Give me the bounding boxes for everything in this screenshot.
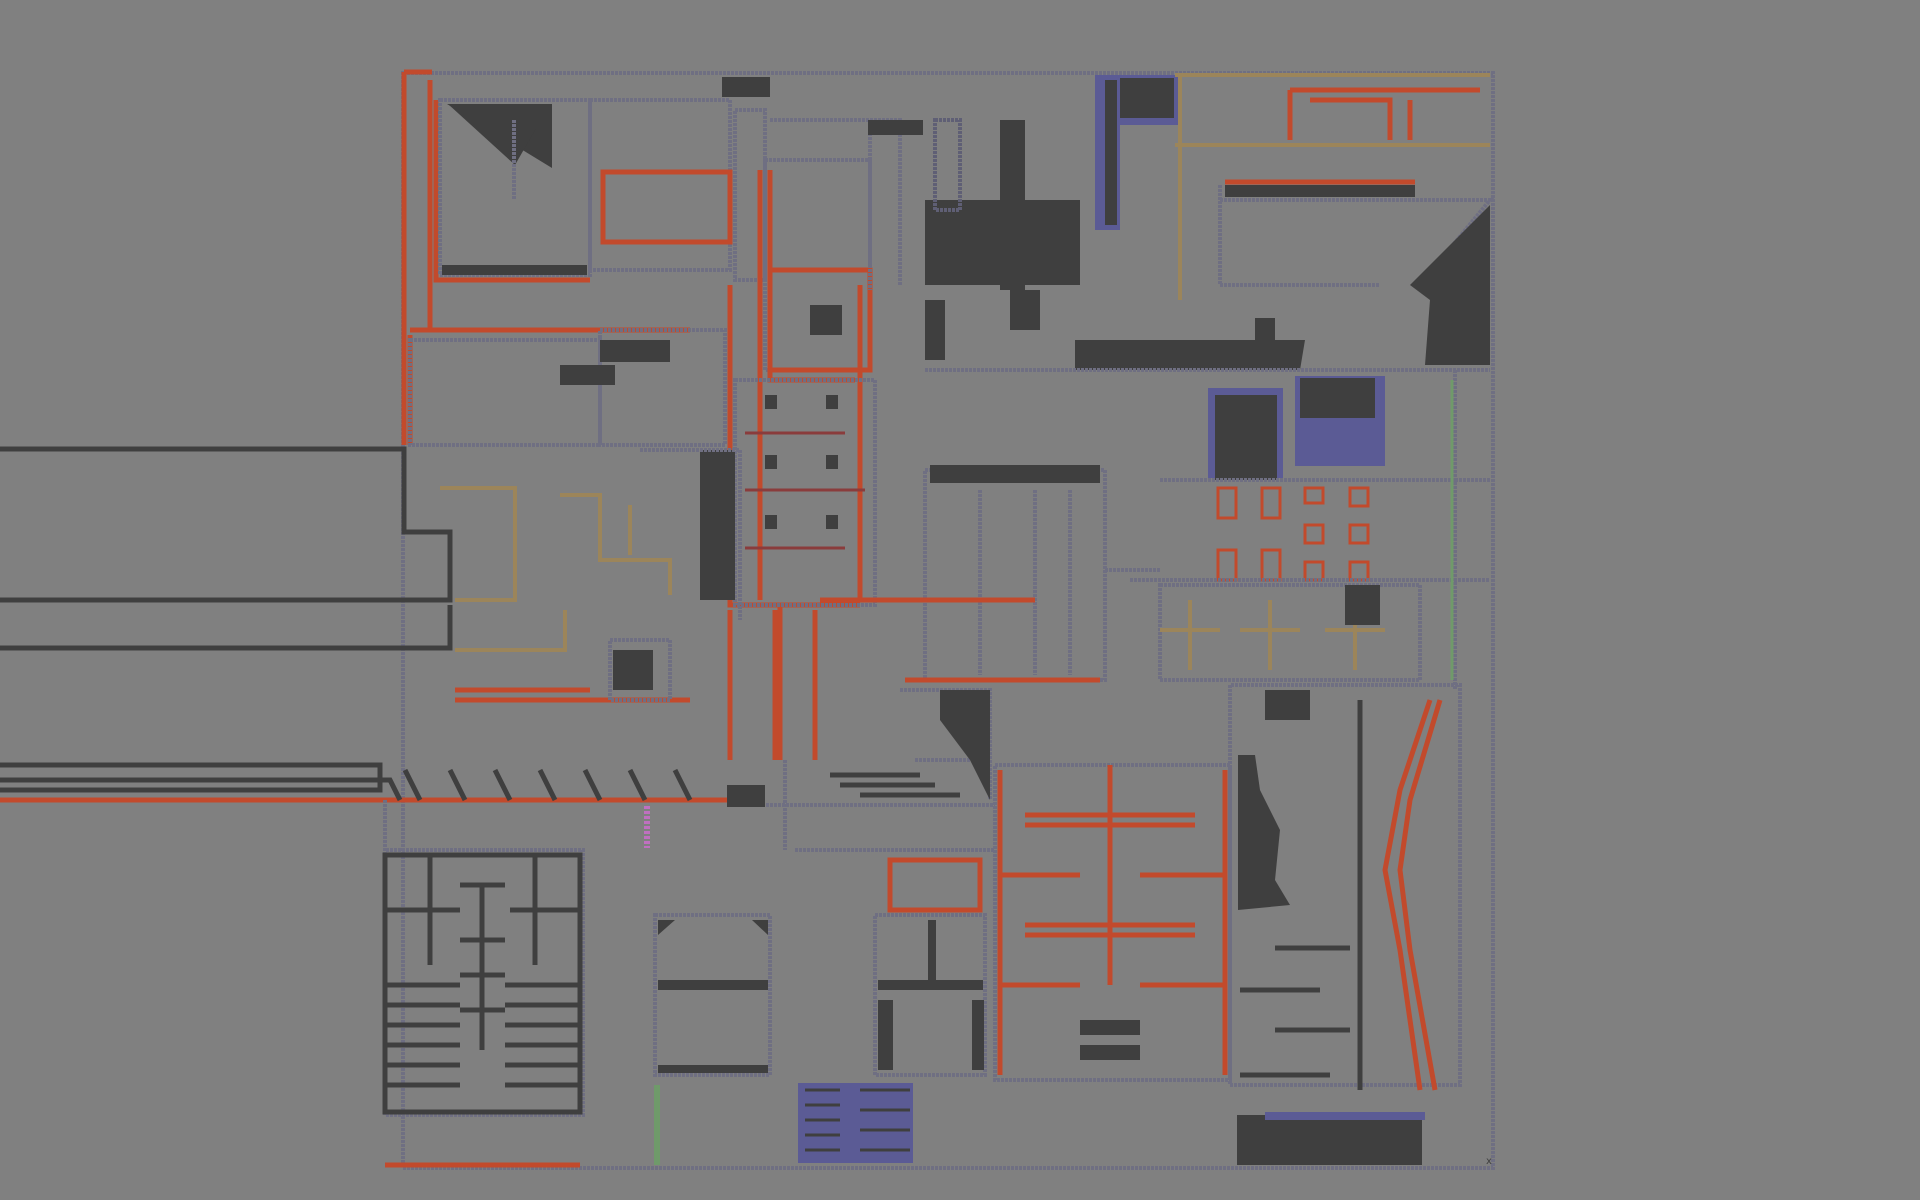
central-north bbox=[770, 73, 1495, 372]
southwest-building bbox=[382, 852, 583, 1115]
east-centre bbox=[830, 376, 1422, 800]
player-marker: x bbox=[1486, 1156, 1492, 1167]
vent-grate bbox=[727, 785, 765, 807]
south-centre bbox=[385, 806, 987, 1168]
rooms bbox=[407, 77, 1030, 760]
connectors bbox=[730, 370, 1490, 852]
west-corridors bbox=[0, 446, 730, 1117]
southeast-complex bbox=[993, 683, 1462, 1165]
nw-triangle-room bbox=[438, 98, 592, 277]
